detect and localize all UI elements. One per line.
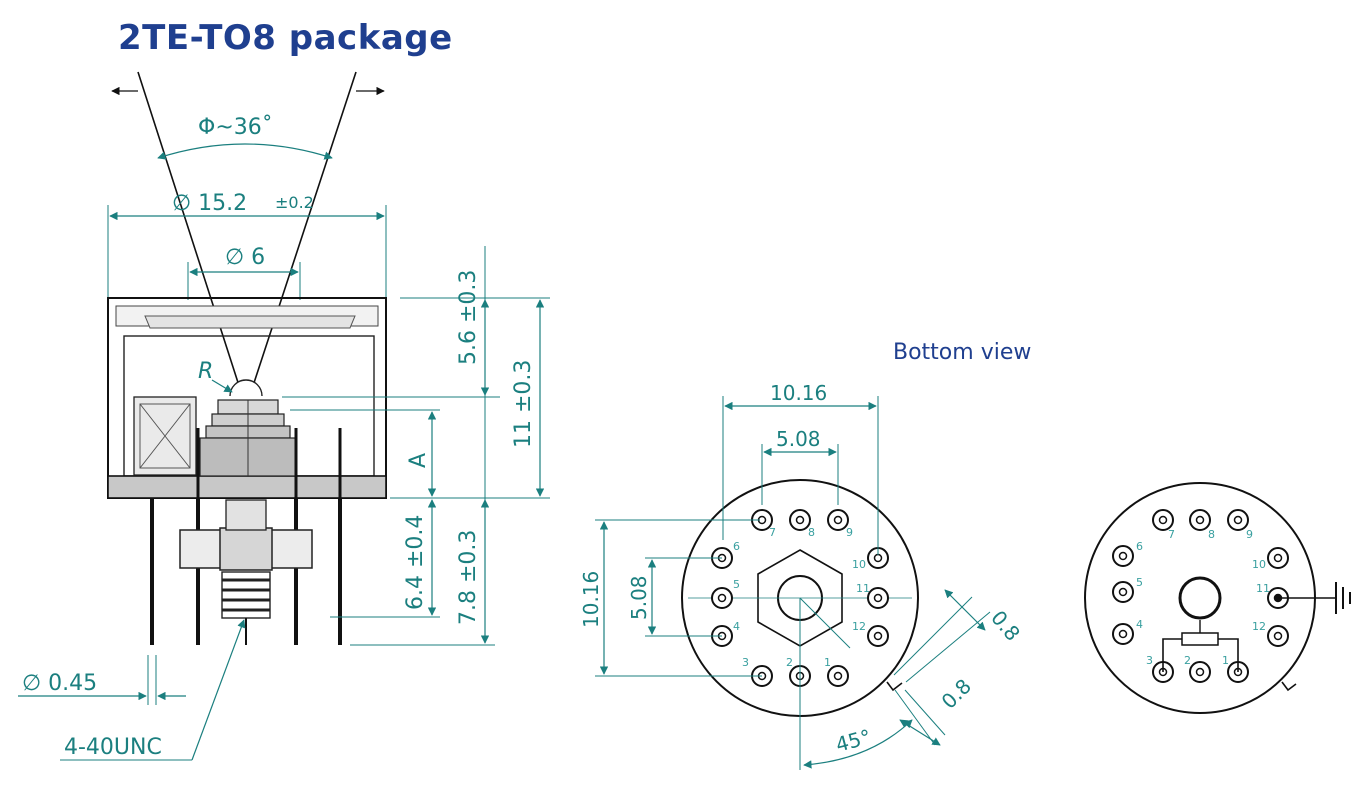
bottom-view-pin-label-3: 3 <box>742 656 749 669</box>
schematic-view-pin-label-6: 6 <box>1136 540 1143 553</box>
bottom-view-pin-12 <box>867 625 889 647</box>
schematic-view-pin-label-11: 11 <box>1256 582 1270 595</box>
total-height-label: 11 ±0.3 <box>511 360 536 448</box>
schematic-view-pin-label-4: 4 <box>1136 618 1143 631</box>
bottom-view-pin-core-9 <box>833 515 843 525</box>
thermistor-symbol <box>1181 632 1219 646</box>
top-height-label: 5.6 ±0.3 <box>456 270 481 365</box>
bottom-view-pin-label-12: 12 <box>852 620 866 633</box>
schematic-view-pin-core-6 <box>1118 551 1128 561</box>
pin-length-1-label: 6.4 ±0.4 <box>403 515 428 610</box>
bottom-view-pin-label-4: 4 <box>733 620 740 633</box>
schematic-view-pin-core-2 <box>1195 667 1205 677</box>
outer-diameter-tolerance: ±0.2 <box>275 193 314 212</box>
bottom-view-pin-label-11: 11 <box>856 582 870 595</box>
height-a-label: A <box>406 453 431 468</box>
bottom-view-pin-core-12 <box>873 631 883 641</box>
schematic-view-pin-label-12: 12 <box>1252 620 1266 633</box>
side-view: Φ~36˚ ∅ 15.2 ±0.2 ∅ 6 <box>18 71 550 761</box>
schematic-view-pin-label-2: 2 <box>1184 654 1191 667</box>
bottom-view-pin-label-1: 1 <box>824 656 831 669</box>
pin-diameter-label: ∅ 0.45 <box>22 671 97 696</box>
schematic-view-pin-9 <box>1227 509 1249 531</box>
schematic-view-pin-core-8 <box>1195 515 1205 525</box>
page-title: 2TE-TO8 package <box>118 18 453 58</box>
schematic-view-pin-label-9: 9 <box>1246 528 1253 541</box>
schematic-view-pin-label-10: 10 <box>1252 558 1266 571</box>
bottom-view-pin-core-5 <box>717 593 727 603</box>
schematic-view-pin-8 <box>1189 509 1211 531</box>
thread-label: 4-40UNC <box>64 735 162 760</box>
pitch-wide-label: 10.16 <box>770 381 827 405</box>
bottom-view-label: Bottom view <box>893 340 1032 365</box>
bottom-view-pin-label-2: 2 <box>786 656 793 669</box>
schematic-view-pin-core-9 <box>1233 515 1243 525</box>
outer-diameter-label: ∅ 15.2 <box>172 191 247 216</box>
pitch-wide-vertical-label: 10.16 <box>579 571 603 628</box>
schematic-view-pin-6 <box>1112 545 1134 567</box>
bottom-view-pin-label-5: 5 <box>733 578 740 591</box>
schematic-view-pin-4 <box>1112 623 1134 645</box>
tab-dim-1-label: 0.8 <box>986 606 1025 646</box>
bottom-view-pin-label-7: 7 <box>769 526 776 539</box>
bottom-view-pin-1 <box>827 665 849 687</box>
schematic-view-pin-7 <box>1152 509 1174 531</box>
schematic-view-pin-label-7: 7 <box>1168 528 1175 541</box>
bottom-view-pin-5 <box>711 587 733 609</box>
schematic-view-pin-core-12 <box>1273 631 1283 641</box>
bottom-view-pin-8 <box>789 509 811 531</box>
tab-dim-2-label: 0.8 <box>937 674 976 713</box>
bottom-view-pin-core-1 <box>833 671 843 681</box>
ground-icon <box>1335 582 1351 614</box>
schematic-view-pin-10 <box>1267 547 1289 569</box>
schematic-view-pin-label-3: 3 <box>1146 654 1153 667</box>
bottom-view-pin-core-11 <box>873 593 883 603</box>
bottom-view-pin-label-10: 10 <box>852 558 866 571</box>
schematic-view-pin-label-5: 5 <box>1136 576 1143 589</box>
angle-label: 45° <box>833 724 873 756</box>
schematic-view-pin-core-10 <box>1273 553 1283 563</box>
pin-length-2-label: 7.8 ±0.3 <box>456 530 481 625</box>
window-diameter-label: ∅ 6 <box>225 245 265 270</box>
schematic-view-pin-core-7 <box>1158 515 1168 525</box>
radius-label: R <box>198 359 213 384</box>
schematic-view-pin-2 <box>1189 661 1211 683</box>
schematic-view-pin-5 <box>1112 581 1134 603</box>
bottom-view-pin-label-6: 6 <box>733 540 740 553</box>
fov-label: Φ~36˚ <box>198 115 273 140</box>
schematic-view-pin-label-1: 1 <box>1222 654 1229 667</box>
schematic-view-pin-core-4 <box>1118 629 1128 639</box>
pitch-narrow-label: 5.08 <box>776 427 821 451</box>
bottom-view-pin-9 <box>827 509 849 531</box>
schematic-view-pin-12 <box>1267 625 1289 647</box>
bottom-view-pin-label-9: 9 <box>846 526 853 539</box>
bottom-view-pin-label-8: 8 <box>808 526 815 539</box>
schematic-view-pin-label-8: 8 <box>1208 528 1215 541</box>
schematic-view-pin-core-5 <box>1118 587 1128 597</box>
bottom-view-pin-core-8 <box>795 515 805 525</box>
bottom-view-pin-11 <box>867 587 889 609</box>
pitch-narrow-vertical-label: 5.08 <box>627 575 651 620</box>
